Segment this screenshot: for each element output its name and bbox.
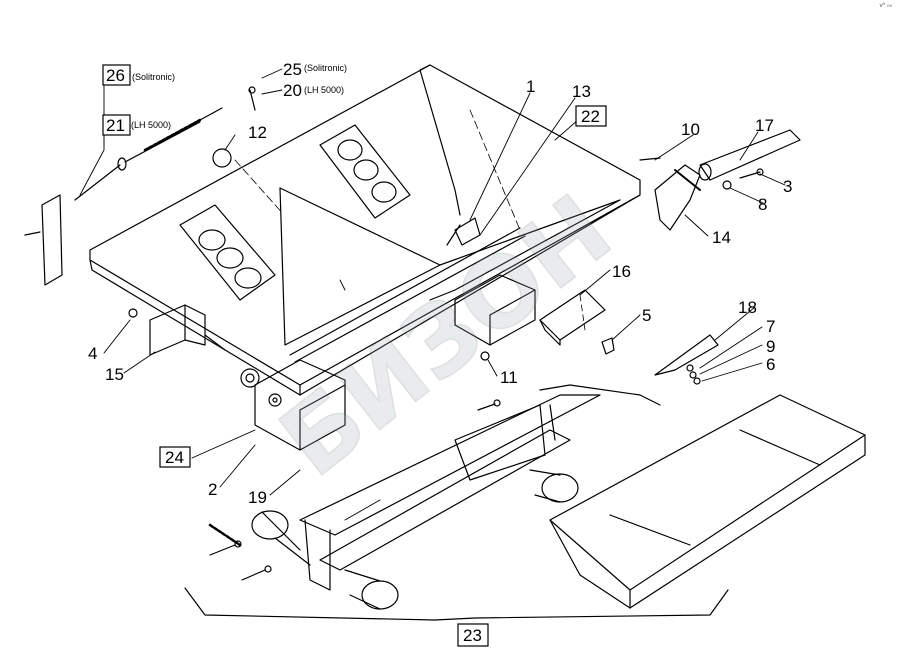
agitator-shaft [289, 217, 526, 363]
callout-21: 21 [106, 116, 125, 135]
callout-23: 23 [463, 626, 482, 645]
callout-4: 4 [88, 344, 97, 363]
funnel-plate [279, 187, 621, 346]
tube-right [529, 469, 579, 503]
collection-tray [549, 394, 866, 609]
callout-box-26 [102, 64, 131, 86]
callout-22: 22 [581, 107, 600, 126]
note-25: (Solitronic) [304, 63, 347, 73]
tube-left [251, 510, 311, 566]
callout-17: 17 [755, 116, 774, 135]
note-21: (LH 5000) [131, 120, 171, 130]
window-plate-right [319, 124, 411, 219]
bracket-plate [149, 304, 226, 356]
lever-handle [698, 129, 801, 181]
plug-12 [212, 148, 232, 168]
bearing-housing [240, 359, 346, 451]
corner-mark: v⁰ ₀₀ [879, 2, 892, 9]
window-plate-left [179, 204, 276, 301]
nut-11 [480, 351, 490, 361]
callout-8: 8 [758, 195, 767, 214]
callout-15: 15 [105, 365, 124, 384]
assembly-brace-23 [184, 587, 729, 621]
callout-9: 9 [766, 337, 775, 356]
callout-12: 12 [248, 123, 267, 142]
callout-25: 25 [283, 60, 302, 79]
pin-10 [639, 157, 661, 161]
callout-2: 2 [208, 480, 217, 499]
hopper-frame [89, 64, 641, 396]
washer-8 [722, 180, 732, 190]
callout-16: 16 [612, 262, 631, 281]
callout-5: 5 [642, 306, 651, 325]
callout-18: 18 [738, 298, 757, 317]
tube-bottom [344, 569, 399, 610]
note-20: (LH 5000) [304, 85, 344, 95]
callout-3: 3 [783, 177, 792, 196]
callout-26: 26 [106, 66, 125, 85]
callout-7: 7 [766, 317, 775, 336]
sensor-cable [24, 107, 223, 286]
lower-frame [299, 384, 661, 591]
callout-box-21 [102, 114, 131, 136]
note-26: (Solitronic) [132, 72, 175, 82]
callout-10: 10 [681, 120, 700, 139]
spring-lower [208, 523, 242, 547]
callout-box-23 [457, 623, 489, 647]
callouts: 1 13 22 10 17 3 8 14 16 5 18 7 9 6 11 12… [88, 60, 792, 647]
callout-11: 11 [500, 368, 518, 387]
callout-14: 14 [712, 228, 731, 247]
leader-lines [79, 68, 786, 521]
callout-13: 13 [572, 82, 591, 101]
callout-1: 1 [526, 77, 535, 96]
bolts-lower [209, 399, 501, 581]
callout-box-24 [159, 446, 191, 468]
callout-6: 6 [766, 355, 775, 374]
bolt-3 [739, 168, 764, 179]
washers-7-9-6 [686, 364, 701, 385]
bolt-4 [128, 308, 138, 318]
knob-5 [601, 337, 615, 355]
blade-18 [654, 334, 719, 376]
callout-24: 24 [165, 448, 184, 467]
sensor-bolt-20 [248, 86, 256, 111]
callout-20: 20 [283, 81, 302, 100]
callout-box-22 [575, 105, 607, 127]
spring-bracket [654, 164, 701, 231]
cover-plate [539, 289, 606, 346]
callout-19: 19 [248, 488, 267, 507]
drive-box [454, 274, 536, 346]
